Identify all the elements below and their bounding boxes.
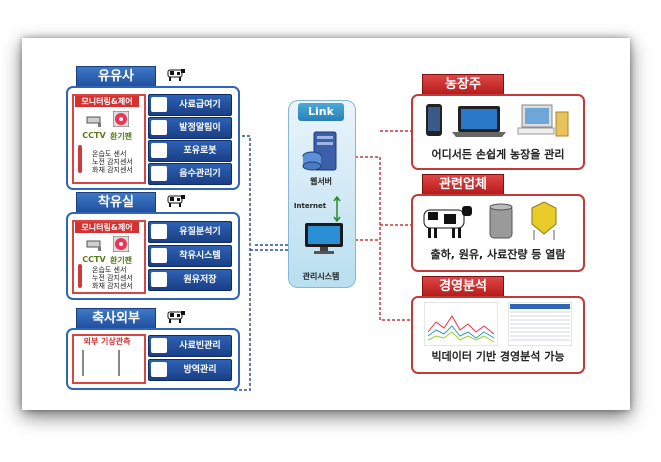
disinfection-icon	[151, 362, 167, 377]
internet-label: Internet	[293, 202, 327, 210]
milking-sensors: 온습도 센서 누전 감지센서 화재 감지센서	[92, 266, 142, 290]
nursing-robot-button[interactable]: 포유로봇	[148, 140, 232, 162]
estrus-alarm-button[interactable]: 발정알림이	[148, 117, 232, 139]
dairy-title: 유유사	[76, 66, 156, 88]
line-chart-thumbnail	[424, 302, 498, 346]
raw-milk-storage-button[interactable]: 원유저장	[148, 269, 232, 291]
sensor-item: 화재 감지센서	[92, 166, 133, 174]
cow-icon	[167, 69, 185, 81]
link-panel	[288, 100, 356, 288]
cctv-icon	[86, 240, 101, 251]
cow-icon	[423, 206, 472, 238]
dairy-monitor-label: 모니터링&제어	[75, 96, 139, 107]
milk-analyzer-button[interactable]: 유질분석기	[148, 221, 232, 243]
milking-system-button[interactable]: 착유시스템	[148, 245, 232, 267]
analysis-title: 경영분석	[422, 276, 504, 298]
dairy-sensors: 온습도 센서 노전 감지센서 화재 감지센서	[92, 150, 142, 174]
analyzer-icon	[151, 224, 167, 239]
owner-title: 농장주	[422, 74, 504, 96]
milking-icon	[151, 248, 167, 263]
sensor-item: 온습도 센서	[92, 266, 127, 274]
left-link-line	[232, 135, 251, 391]
related-title: 관련업체	[422, 174, 504, 196]
link-title: Link	[298, 103, 344, 121]
monitor-icon	[305, 223, 343, 254]
feed-bin-icon	[151, 338, 167, 353]
fan-label: 환기팬	[109, 256, 133, 265]
weather-pole-icon	[82, 350, 84, 376]
outside-monitor-box	[72, 334, 146, 384]
thermometer-icon	[78, 145, 82, 173]
dairy-monitor-box	[72, 94, 146, 184]
disinfection-button[interactable]: 방역관리	[148, 359, 232, 381]
data-table-thumbnail	[508, 302, 572, 346]
tank-icon	[151, 272, 167, 287]
alarm-icon	[151, 120, 167, 135]
owner-caption: 어디서든 손쉽게 농장을 관리	[431, 148, 565, 161]
weather-pole-icon	[118, 350, 120, 376]
sensor-item: 누전 감지센서	[92, 274, 133, 282]
cow-icon	[167, 195, 185, 207]
analysis-caption: 빅데이터 기반 경영분석 가능	[431, 350, 565, 363]
outside-title: 축사외부	[76, 308, 156, 330]
feed-silo-icon	[531, 201, 557, 240]
cctv-label: CCTV	[82, 131, 106, 140]
fan-label: 환기팬	[109, 132, 133, 141]
webserver-label: 웹서버	[309, 177, 333, 186]
feed-bin-button[interactable]: 사료빈관리	[148, 335, 232, 357]
mgmt-system-label: 관리시스템	[302, 272, 340, 281]
outside-monitor-label: 외부 기상관측	[83, 337, 131, 346]
fan-icon	[113, 236, 129, 252]
fan-icon	[113, 111, 129, 127]
right-link-line	[350, 156, 413, 321]
water-icon	[151, 166, 167, 181]
cctv-label: CCTV	[82, 255, 106, 264]
robot-icon	[151, 143, 167, 158]
feeder-button[interactable]: 사료급여기	[148, 94, 232, 116]
water-manager-button[interactable]: 음수관리기	[148, 163, 232, 185]
thermometer-icon	[78, 264, 82, 288]
sensor-item: 화재 감지센서	[92, 282, 133, 290]
milking-monitor-label: 모니터링&제어	[75, 222, 139, 233]
related-caption: 출하, 원유, 사료잔량 등 열람	[430, 248, 566, 261]
milking-title: 착유실	[76, 192, 156, 214]
devices-icon	[426, 104, 569, 137]
cow-icon	[167, 311, 185, 323]
server-icon	[302, 131, 337, 171]
related-icons	[423, 201, 557, 240]
sensor-item: 온습도 센서	[92, 150, 127, 158]
milk-tank-icon	[489, 203, 513, 239]
sensor-item: 노전 감지센서	[92, 158, 133, 166]
double-arrow-icon	[333, 196, 341, 222]
cctv-icon	[86, 116, 101, 127]
feeder-icon	[151, 97, 167, 112]
